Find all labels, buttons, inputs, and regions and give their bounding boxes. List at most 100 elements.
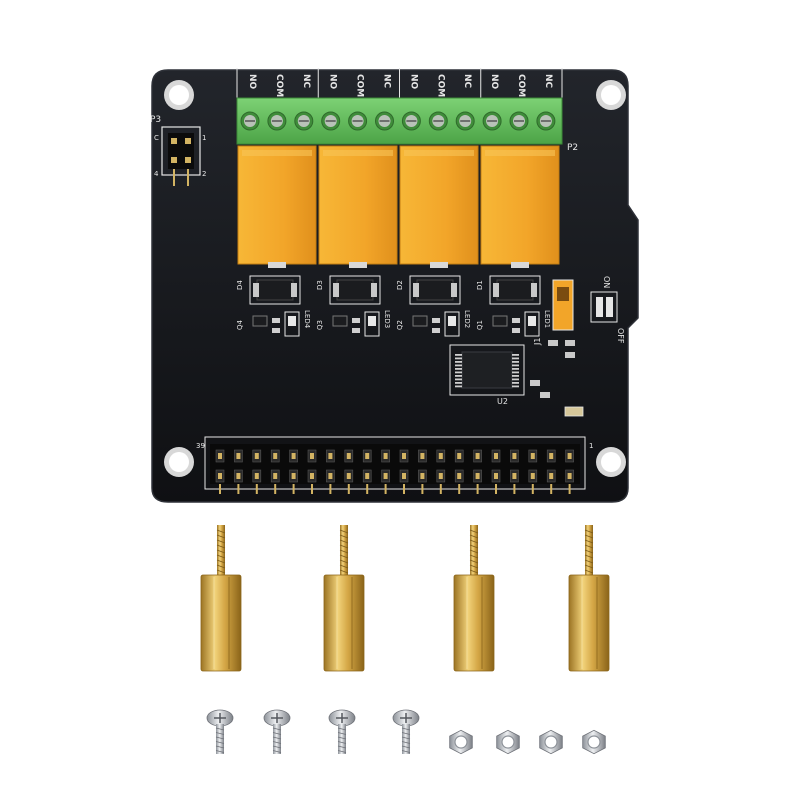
gpio-pin <box>273 473 278 479</box>
led <box>368 316 376 326</box>
gpio-pin <box>328 473 333 479</box>
resistor <box>432 328 440 333</box>
screw-thread <box>401 732 411 735</box>
transistor <box>492 315 508 327</box>
standoff-thread-line <box>469 569 479 574</box>
gpio-pin <box>457 453 462 459</box>
led <box>288 316 296 326</box>
gpio-pin <box>402 473 406 479</box>
relay <box>237 145 317 265</box>
led-outline <box>444 311 460 337</box>
gpio-pin-last-label: 1 <box>589 442 593 450</box>
terminal-label: COM <box>274 74 284 97</box>
diode-pad <box>253 283 259 297</box>
gpio-pin <box>328 453 333 459</box>
gpio-pin <box>346 473 351 479</box>
standoff-thread-line <box>584 534 594 539</box>
relay-row <box>237 145 560 268</box>
mounting-hole <box>596 447 626 477</box>
standoff-thread-line <box>584 554 594 559</box>
resistor <box>512 318 520 323</box>
mounting-hole <box>596 80 626 110</box>
header-p2-label: P2 <box>567 143 578 153</box>
gpio-pin <box>494 473 498 479</box>
gpio-pin <box>310 473 314 479</box>
hex-nut-hole <box>544 735 558 749</box>
screw-row <box>206 709 420 754</box>
gpio-pin <box>291 473 296 479</box>
screw-thread <box>401 745 411 749</box>
screw-thread <box>272 732 282 735</box>
led-outline <box>364 311 380 337</box>
diode-label: D1 <box>476 280 484 290</box>
standoff-thread-line <box>216 544 226 549</box>
gpio-pin <box>218 473 222 479</box>
screw-thread <box>272 745 282 749</box>
diode-label: D2 <box>396 280 404 290</box>
screw-thread <box>215 727 225 731</box>
standoff-thread-line <box>339 529 349 534</box>
screw-thread <box>272 741 282 744</box>
gpio-pin <box>254 453 259 459</box>
gpio-pin <box>420 473 425 479</box>
terminal-label: NC <box>301 74 311 89</box>
screw-thread <box>215 750 225 753</box>
diode-pad <box>493 283 499 297</box>
gpio-pin <box>457 473 462 479</box>
ic-pin <box>512 357 519 360</box>
screw-thread <box>401 750 411 753</box>
diode-pad <box>413 283 419 297</box>
ic-pin <box>512 385 519 388</box>
gpio-pin <box>365 473 370 479</box>
ic-chip: U2 <box>449 344 525 406</box>
transistor-label: Q2 <box>396 320 404 330</box>
gpio-pin <box>567 453 572 459</box>
gpio-pin <box>310 453 314 459</box>
standoff-thread-line <box>216 564 226 569</box>
p3-pin-1: 1 <box>202 134 206 142</box>
nut-row <box>449 729 606 755</box>
terminal-label: COM <box>435 74 445 97</box>
hex-nut-hole <box>501 735 515 749</box>
ic-label: U2 <box>497 397 508 406</box>
gpio-pin <box>383 453 388 459</box>
standoff-thread-line <box>216 549 226 554</box>
diode <box>416 279 454 301</box>
relay-tab <box>268 262 286 268</box>
gpio-pin <box>512 453 517 459</box>
jumper-label: J1 <box>533 338 542 346</box>
screw-thread <box>215 732 225 735</box>
gpio-pin <box>365 453 370 459</box>
p3-pin-4: 4 <box>154 170 159 178</box>
gpio-pin <box>291 453 296 459</box>
p3-pin-2: 2 <box>202 170 206 178</box>
gpio-pin <box>402 453 406 459</box>
standoff-thread-line <box>584 549 594 554</box>
led-label: LED1 <box>543 310 551 328</box>
ic-pin <box>455 375 462 377</box>
standoff-thread-line <box>469 564 479 569</box>
standoff-thread-line <box>339 539 349 544</box>
terminal-label: NO <box>328 74 338 90</box>
gpio-pin <box>549 453 554 459</box>
standoff-thread-line <box>584 544 594 549</box>
standoff-thread <box>340 525 348 577</box>
standoff-thread-line <box>339 554 349 559</box>
screw-thread <box>215 745 225 749</box>
relay <box>399 145 479 265</box>
ic-pin <box>512 361 519 363</box>
gpio-pin <box>218 453 222 459</box>
standoff-thread-line <box>469 554 479 559</box>
ic-pin <box>455 364 462 367</box>
led-outline <box>524 311 540 337</box>
relay-tab <box>511 262 529 268</box>
switch-on-label: ON <box>602 276 611 288</box>
gpio-pin <box>383 473 388 479</box>
hex-nut-hole <box>587 735 601 749</box>
transistor <box>412 315 428 327</box>
diode-label: D4 <box>236 280 244 290</box>
resistor <box>352 328 360 333</box>
